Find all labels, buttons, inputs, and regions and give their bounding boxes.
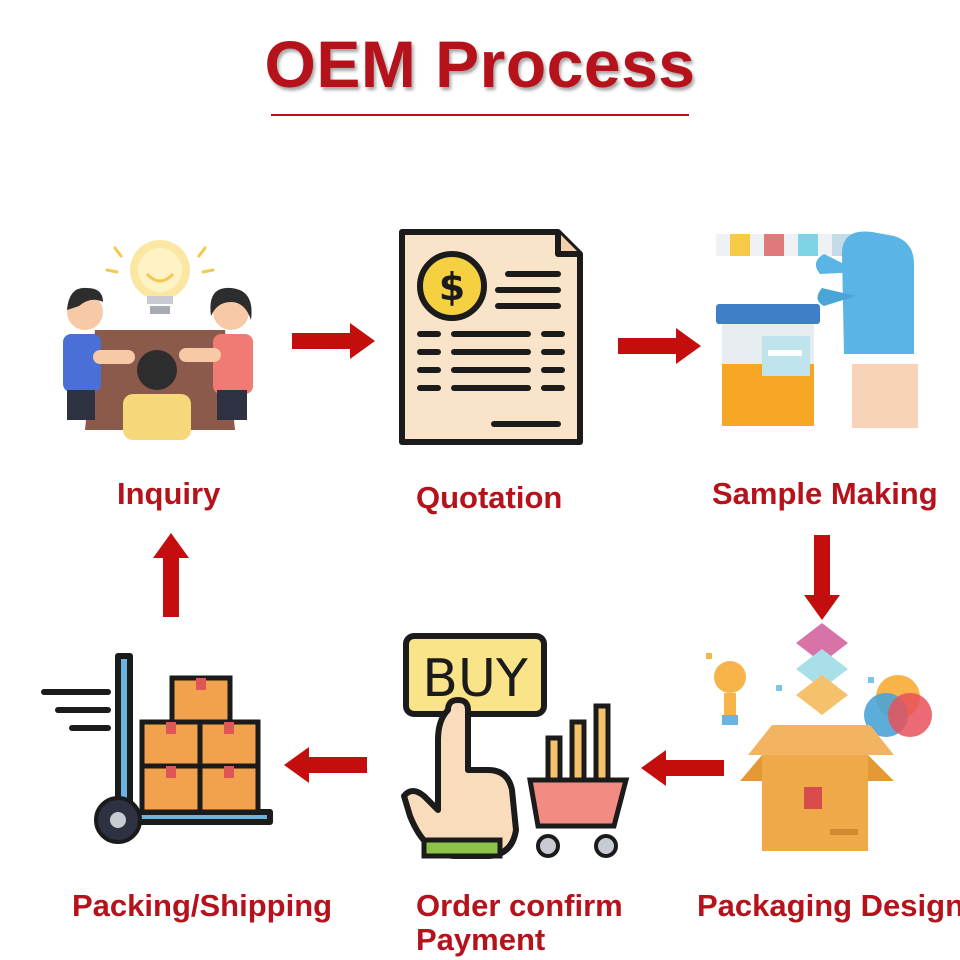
arrow-up — [153, 533, 189, 617]
step-label-payment: Payment — [416, 922, 546, 957]
step-label-inquiry: Inquiry — [117, 476, 221, 511]
step-label-packing-shipping: Packing/Shipping — [72, 888, 333, 923]
arrow-right-2 — [618, 328, 701, 364]
sample-jar-glove-icon — [716, 231, 918, 428]
step-label-sample-making: Sample Making — [712, 476, 938, 511]
buy-sign-text: BUY — [422, 649, 528, 709]
team-meeting-idea-icon — [63, 240, 253, 440]
step-label-quotation: Quotation — [416, 480, 563, 515]
arrow-left-2 — [284, 747, 367, 783]
packaging-box-design-icon — [706, 623, 932, 851]
step-label-order-confirm: Order confirm — [416, 888, 623, 923]
quotation-document-icon: $ — [399, 229, 583, 445]
page-title: OEM Process — [264, 27, 696, 101]
title-underline — [271, 114, 689, 116]
arrow-left-1 — [641, 750, 724, 786]
buy-cart-icon: BUY — [401, 633, 630, 859]
arrow-down — [804, 535, 840, 620]
svg-text:$: $ — [439, 265, 465, 309]
arrow-right-1 — [292, 323, 375, 359]
step-label-packaging-design: Packaging Design — [697, 888, 960, 923]
hand-truck-boxes-icon — [41, 653, 273, 844]
